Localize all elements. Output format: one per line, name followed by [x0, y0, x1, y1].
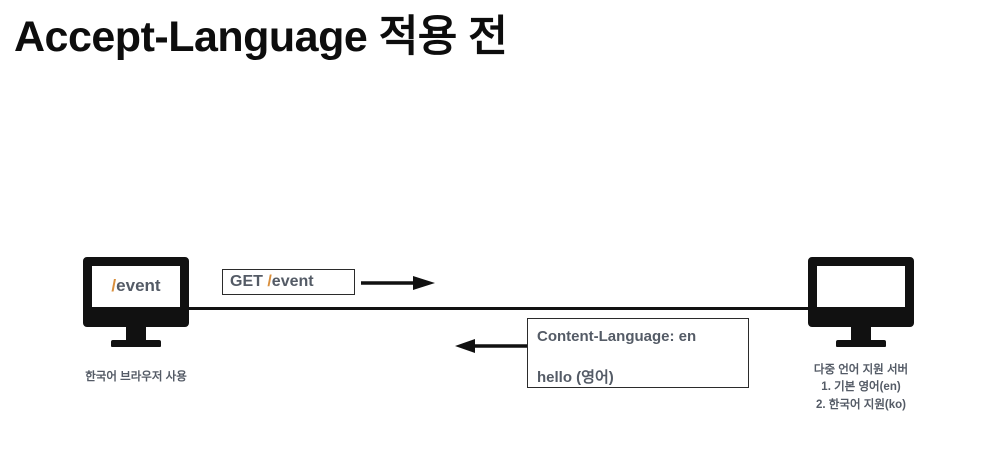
server-monitor-chin — [817, 307, 905, 318]
client-path-slash: / — [111, 276, 117, 295]
server-caption-line-2: 1. 기본 영어(en) — [821, 381, 901, 394]
client-path-name: event — [116, 276, 161, 295]
server-caption-line-3: 2. 한국어 지원(ko) — [816, 398, 906, 411]
page-title: Accept-Language 적용 전 — [14, 13, 508, 61]
server-monitor-bezel — [808, 257, 914, 327]
server-monitor-icon — [808, 257, 914, 347]
server-caption: 다중 언어 지원 서버 1. 기본 영어(en) 2. 한국어 지원(ko) — [791, 362, 931, 414]
request-path-slash: / — [267, 273, 272, 290]
request-method: GET — [230, 273, 268, 290]
client-caption: 한국어 브라우저 사용 — [66, 369, 206, 386]
client-monitor-base — [111, 340, 161, 347]
client-monitor-chin — [92, 307, 180, 318]
server-webcam-dot — [859, 268, 863, 271]
server-caption-line-1: 다중 언어 지원 서버 — [813, 364, 909, 376]
response-body: hello (영어) — [537, 369, 614, 386]
client-monitor-neck — [126, 327, 146, 340]
response-header: Content-Language: en — [537, 328, 697, 345]
server-monitor-neck — [851, 327, 871, 340]
client-monitor-bezel: /event — [83, 257, 189, 327]
request-arrow-right-icon — [361, 276, 436, 295]
request-path-name: event — [271, 273, 314, 290]
client-monitor-icon: /event — [83, 257, 189, 347]
network-connection-line — [186, 307, 812, 310]
client-screen-path: /event — [92, 276, 180, 296]
client-webcam-dot — [134, 268, 138, 271]
response-arrow-left-icon — [455, 339, 527, 358]
request-message-box: GET /event — [222, 269, 355, 295]
response-message-box: Content-Language: en hello (영어) — [527, 318, 749, 388]
client-caption-line-1: 한국어 브라우저 사용 — [85, 371, 187, 383]
server-monitor-base — [836, 340, 886, 347]
